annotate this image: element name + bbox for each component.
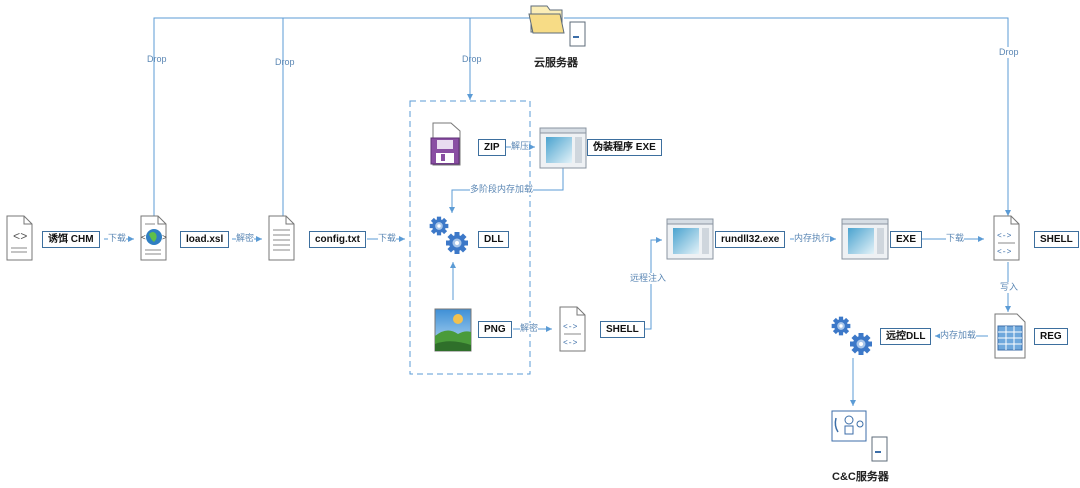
memory-stage-box [409, 100, 531, 375]
cloud-server-icon [528, 5, 586, 47]
edge-unzip: 解压 [511, 141, 530, 152]
node-dll: DLL [478, 231, 510, 248]
svg-text:<>: <> [13, 230, 27, 244]
chm-file-icon: <> [6, 215, 33, 261]
node-zip: ZIP [478, 139, 506, 156]
text-file-icon [268, 215, 295, 261]
edge-write: 写入 [1000, 282, 1019, 293]
edge-download-1: 下载 [108, 233, 127, 244]
edge-mem-load: 内存加载 [940, 330, 977, 341]
svg-text:<->: <-> [997, 248, 1012, 257]
fake-program-window-icon [539, 127, 587, 169]
edge-decrypt-2: 解密 [520, 323, 539, 334]
edge-drop-1: Drop [147, 54, 167, 64]
png-image-icon [434, 308, 472, 352]
edge-remote-inject: 远程注入 [630, 273, 667, 284]
node-config-txt: config.txt [309, 231, 366, 248]
node-shell-right: SHELL [1034, 231, 1079, 248]
svg-text:<->: <-> [997, 232, 1012, 241]
svg-text:<->: <-> [563, 339, 578, 348]
registry-icon [994, 313, 1026, 359]
exe-window-icon [841, 218, 889, 260]
rundll32-window-icon [666, 218, 714, 260]
node-fake-exe: 伪装程序 EXE [587, 139, 662, 156]
edge-decrypt-1: 解密 [236, 233, 255, 244]
svg-text:<: < [141, 234, 146, 243]
node-remote-dll: 远控DLL [880, 328, 932, 345]
node-exe: EXE [890, 231, 923, 248]
shell-file-icon: <-> <-> [559, 306, 586, 352]
edge-drop-4: Drop [999, 47, 1019, 58]
edge-download-2: 下载 [378, 233, 397, 244]
shell-file-icon-right: <-> <-> [993, 215, 1020, 261]
node-load-xsl: load.xsl [180, 231, 230, 248]
remote-dll-gears-icon [831, 316, 872, 355]
node-lure-chm: 诱饵 CHM [42, 231, 100, 248]
svg-text:>: > [162, 234, 167, 243]
edge-drop-3: Drop [462, 54, 482, 64]
xsl-file-icon: < > [140, 215, 167, 261]
cc-server-caption: C&C服务器 [832, 471, 889, 483]
svg-text:<->: <-> [563, 323, 578, 332]
edge-download-3: 下载 [946, 233, 965, 244]
cloud-server-caption: 云服务器 [534, 57, 578, 69]
cc-server-icon [831, 410, 888, 462]
zip-archive-icon [430, 122, 461, 166]
edge-mem-exec: 内存执行 [794, 233, 831, 244]
node-shell-mid: SHELL [600, 321, 645, 338]
edge-drop-2: Drop [275, 57, 295, 67]
node-rundll32: rundll32.exe [715, 231, 786, 248]
dll-gears-icon [429, 216, 468, 254]
node-png: PNG [478, 321, 512, 338]
edge-multistage: 多阶段内存加载 [470, 184, 534, 195]
node-reg: REG [1034, 328, 1068, 345]
